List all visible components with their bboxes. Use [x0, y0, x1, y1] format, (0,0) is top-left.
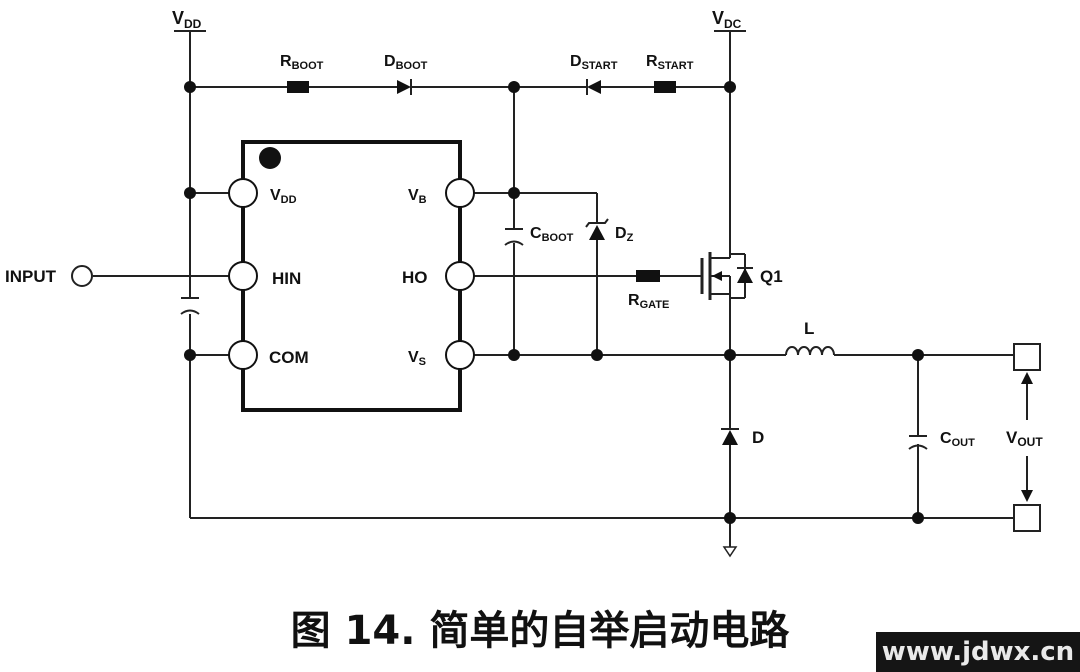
inductor: [785, 346, 835, 356]
rgate-label: RGATE: [628, 292, 669, 311]
cboot-capacitor: [504, 228, 524, 246]
vout-label: VOUT: [1006, 428, 1043, 449]
vout-terminal-top: [1013, 343, 1041, 371]
dstart-diode: [586, 79, 601, 95]
rboot-resistor: [287, 81, 309, 93]
dz-label: DZ: [615, 225, 634, 244]
rstart-resistor: [654, 81, 676, 93]
pin-vdd: [228, 178, 258, 208]
vdc-supply-label: VDC: [712, 8, 742, 31]
ic-vdd-pin-label: VDD: [270, 187, 297, 206]
cout-capacitor: [908, 435, 928, 450]
watermark: www.jdwx.cn: [876, 632, 1080, 672]
bootstrap-circuit-schematic: VDD VDC RBOOT DBOOT DSTART RSTART VDD HI…: [5, 8, 1043, 558]
ground-symbol: [722, 546, 738, 558]
rboot-label: RBOOT: [280, 53, 324, 72]
figure-caption: 图 14. 简单的自举启动电路: [290, 608, 790, 654]
dz-zener-diode: [585, 218, 609, 240]
dstart-label: DSTART: [570, 53, 618, 72]
gate-driver-ic: [228, 140, 475, 412]
vdd-capacitor: [180, 297, 200, 315]
ic-com-pin-label: COM: [269, 348, 309, 367]
rstart-label: RSTART: [646, 53, 694, 72]
wires: [93, 30, 1014, 547]
cboot-label: CBOOT: [530, 225, 574, 244]
dboot-diode: [397, 79, 412, 95]
ic-hin-pin-label: HIN: [272, 269, 301, 288]
vout-arrows: [1021, 372, 1033, 502]
q1-label: Q1: [760, 267, 783, 286]
pin-vb: [445, 178, 475, 208]
q1-mosfet: [700, 250, 753, 302]
ic-vs-pin-label: VS: [408, 349, 426, 368]
input-terminal: [71, 265, 93, 287]
pin-vs: [445, 340, 475, 370]
pin-hin: [228, 261, 258, 291]
vout-terminal-bottom: [1013, 504, 1041, 532]
pin-com: [228, 340, 258, 370]
pin-ho: [445, 261, 475, 291]
freewheel-diode: [721, 428, 739, 445]
cout-label: COUT: [940, 430, 975, 449]
dboot-label: DBOOT: [384, 53, 428, 72]
input-label: INPUT: [5, 267, 57, 286]
vdd-supply-label: VDD: [172, 8, 202, 31]
ic-vb-pin-label: VB: [408, 187, 427, 206]
inductor-label: L: [804, 319, 814, 338]
ic-ho-pin-label: HO: [402, 268, 428, 287]
rgate-resistor: [636, 270, 660, 282]
diode-label: D: [752, 428, 764, 447]
junction-dots: [184, 81, 924, 524]
